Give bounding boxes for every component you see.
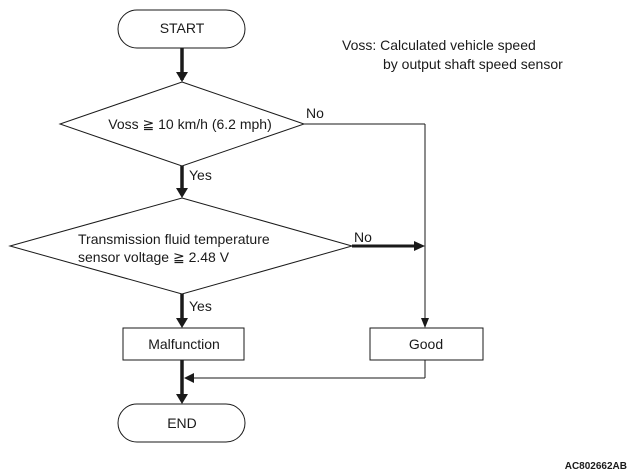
end-label: END (167, 415, 197, 431)
good-box (369, 327, 484, 361)
decision2-label-line1: Transmission fluid temperature (78, 231, 270, 247)
malfunction-label: Malfunction (148, 336, 220, 352)
start-label: START (160, 20, 205, 36)
arrow-decision2-yes (176, 318, 188, 328)
decision2-yes-label: Yes (189, 298, 212, 314)
arrow-into-end (176, 394, 188, 404)
decision2-label-line2: sensor voltage ≧ 2.48 V (78, 249, 230, 265)
arrow-start-to-decision1 (176, 72, 188, 82)
decision1-no-label: No (306, 105, 324, 121)
decision1-label: Voss ≧ 10 km/h (6.2 mph) (108, 116, 271, 132)
legend-line1: Voss: Calculated vehicle speed (342, 37, 536, 53)
decision1-yes-label: Yes (189, 167, 212, 183)
arrow-decision1-yes (176, 188, 188, 198)
legend-line2: by output shaft speed sensor (383, 56, 563, 72)
figure-code: AC802662AB (565, 461, 627, 472)
malfunction-box (122, 327, 245, 361)
arrow-into-good (421, 318, 429, 328)
arrow-decision2-no (414, 241, 425, 251)
decision2-no-label: No (354, 229, 372, 245)
arrow-good-merge (184, 373, 194, 383)
end-terminal (117, 403, 246, 443)
good-label: Good (409, 336, 443, 352)
